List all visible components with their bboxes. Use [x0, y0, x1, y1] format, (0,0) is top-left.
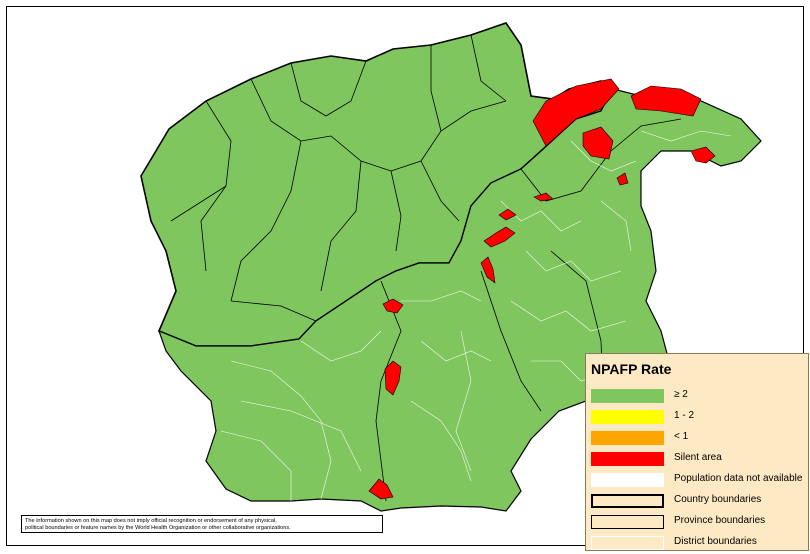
legend-swatch [591, 494, 664, 508]
silent-area [532, 78, 620, 147]
legend-label: < 1 [674, 431, 689, 442]
legend-swatch [591, 431, 664, 445]
map-canvas [140, 22, 762, 512]
legend-label: ≥ 2 [674, 389, 688, 400]
map-frame: The information shown on this map does n… [6, 6, 804, 546]
silent-area [498, 208, 517, 221]
silent-area [533, 192, 554, 202]
district-boundaries [220, 130, 732, 501]
map-disclaimer: The information shown on this map does n… [21, 515, 383, 533]
legend-item: 1 - 2 [586, 408, 808, 428]
disclaimer-line-2: political boundaries or feature names by… [25, 525, 291, 531]
legend-item: ≥ 2 [586, 387, 808, 407]
silent-area [630, 85, 702, 117]
legend-item: Population data not available [586, 471, 808, 491]
legend-swatch [591, 473, 664, 487]
legend-swatch [591, 389, 664, 403]
silent-area [480, 256, 496, 284]
legend-swatch [591, 515, 664, 529]
disclaimer-line-1: The information shown on this map does n… [25, 518, 277, 524]
legend-label: Silent area [674, 452, 722, 463]
silent-area [384, 360, 402, 396]
legend-item: Province boundaries [586, 513, 808, 533]
silent-area [616, 172, 629, 186]
legend-label: Population data not available [674, 473, 803, 484]
legend-swatch [591, 410, 664, 424]
legend-item: Country boundaries [586, 492, 808, 512]
legend-label: Country boundaries [674, 494, 762, 505]
legend-label: Province boundaries [674, 515, 766, 526]
legend-label: District boundaries [674, 536, 757, 547]
silent-areas [368, 78, 716, 500]
silent-area [483, 226, 516, 248]
legend-swatch [591, 452, 664, 466]
legend-item: Silent area [586, 450, 808, 470]
legend-title: NPAFP Rate [591, 361, 672, 377]
legend-item: District boundaries [586, 534, 808, 554]
silent-area [368, 478, 394, 500]
legend-item: < 1 [586, 429, 808, 449]
silent-area [382, 298, 404, 314]
silent-area [690, 146, 716, 164]
silent-area [582, 126, 614, 160]
legend-label: 1 - 2 [674, 410, 695, 421]
legend-swatch [591, 536, 664, 550]
pakistan-region [157, 88, 762, 512]
